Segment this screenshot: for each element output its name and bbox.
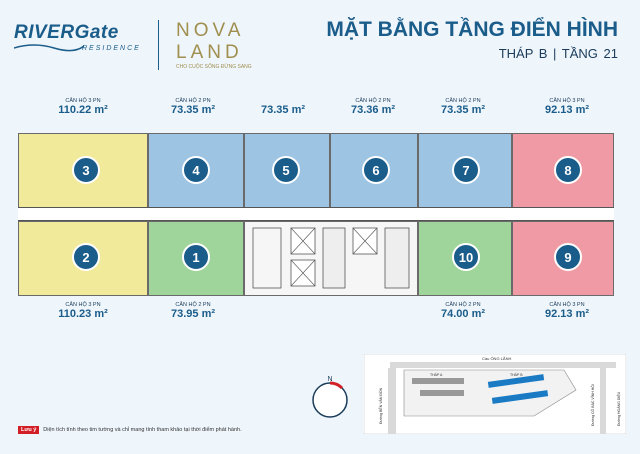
area-label-unit-6: CĂN HỘ 2 PN 73.36 m² <box>328 98 418 116</box>
unit-number-badge: 4 <box>182 156 210 184</box>
unit-number-badge: 10 <box>452 243 480 271</box>
novaland-logo-bottom: LAND <box>176 42 243 63</box>
unit-area: 73.35 m² <box>260 104 306 116</box>
note-text: Diện tích tính theo tim tường và chỉ man… <box>43 427 242 433</box>
unit-area: 74.00 m² <box>440 308 486 320</box>
map-road-right: Đường HOÀNG DIỆU <box>616 391 621 426</box>
area-label-unit-9: CĂN HỘ 3 PN 92.13 m² <box>522 302 612 320</box>
novaland-tagline: CHO CUỘC SỐNG ĐỪNG SANG <box>176 64 252 70</box>
unit-number-badge: 2 <box>72 243 100 271</box>
note-tag: Lưu ý <box>18 426 40 434</box>
map-tower-b: THÁP B <box>510 373 523 377</box>
site-map: Cầu ÔNG LÃNH Đường BẾN VÂN ĐỒN Đường CÔ … <box>364 354 626 434</box>
compass-icon: N <box>312 376 348 418</box>
unit-area: 110.22 m² <box>58 104 108 116</box>
unit-type: CĂN HỘ 2 PN <box>355 98 391 104</box>
unit-type: CĂN HỘ 3 PN <box>549 98 585 104</box>
unit-area: 110.23 m² <box>58 308 108 320</box>
unit-area: 73.35 m² <box>170 104 216 116</box>
rivergate-logo-sub: RESIDENCE <box>82 45 141 52</box>
rivergate-logo: RIVERGate <box>14 22 119 43</box>
unit-type: CĂN HỘ 3 PN <box>65 98 101 104</box>
logo-divider <box>158 20 159 70</box>
area-label-unit-4: CĂN HỘ 2 PN 73.35 m² <box>148 98 238 116</box>
corridor <box>18 207 614 221</box>
area-label-unit-8: CĂN HỘ 3 PN 92.13 m² <box>522 98 612 116</box>
unit-10[interactable] <box>418 221 512 296</box>
unit-area: 73.36 m² <box>350 104 396 116</box>
unit-type: CĂN HỘ 2 PN <box>445 302 481 308</box>
unit-number-badge: 8 <box>554 156 582 184</box>
unit-number-badge: 7 <box>452 156 480 184</box>
unit-9[interactable] <box>512 221 614 296</box>
page-subtitle: THÁP B | TẦNG 21 <box>498 46 618 61</box>
unit-number-badge: 9 <box>554 243 582 271</box>
unit-area: 92.13 m² <box>544 308 590 320</box>
area-label-unit-5: 73.35 m² <box>238 98 328 116</box>
elevator-core <box>244 221 418 296</box>
unit-number-badge: 5 <box>272 156 300 184</box>
map-road-mid: Đường CÔ BÁC VĨNH HỘI <box>590 384 595 426</box>
map-road-top: Cầu ÔNG LÃNH <box>482 356 511 361</box>
unit-number-badge: 6 <box>362 156 390 184</box>
area-label-unit-10: CĂN HỘ 2 PN 74.00 m² <box>418 302 508 320</box>
unit-number-badge: 1 <box>182 243 210 271</box>
rivergate-wave-icon <box>14 44 84 52</box>
unit-type: CĂN HỘ 2 PN <box>175 302 211 308</box>
map-road-left: Đường BẾN VÂN ĐỒN <box>378 387 383 424</box>
core-layout <box>252 227 410 289</box>
unit-type: CĂN HỘ 2 PN <box>175 98 211 104</box>
header: RIVERGate RESIDENCE NOVA LAND CHO CUỘC S… <box>0 0 640 86</box>
area-label-unit-2: CĂN HỘ 3 PN 110.23 m² <box>38 302 128 320</box>
novaland-logo-top: NOVA <box>176 20 245 41</box>
unit-type: CĂN HỘ 3 PN <box>65 302 101 308</box>
floor-plan: 3 4 5 6 7 8 2 1 10 9 <box>18 133 614 296</box>
unit-area: 92.13 m² <box>544 104 590 116</box>
unit-area: 73.35 m² <box>440 104 486 116</box>
area-label-unit-3: CĂN HỘ 3 PN 110.22 m² <box>38 98 128 116</box>
unit-area: 73.95 m² <box>170 308 216 320</box>
unit-type: CĂN HỘ 3 PN <box>549 302 585 308</box>
compass-north-label: N <box>327 376 332 383</box>
page-title: MẶT BẰNG TẦNG ĐIỂN HÌNH <box>326 18 618 41</box>
area-label-unit-7: CĂN HỘ 2 PN 73.35 m² <box>418 98 508 116</box>
disclaimer-note: Lưu ý Diện tích tính theo tim tường và c… <box>18 426 242 434</box>
unit-type: CĂN HỘ 2 PN <box>445 98 481 104</box>
map-tower-a: THÁP A <box>430 373 443 377</box>
area-label-unit-1: CĂN HỘ 2 PN 73.95 m² <box>148 302 238 320</box>
unit-number-badge: 3 <box>72 156 100 184</box>
